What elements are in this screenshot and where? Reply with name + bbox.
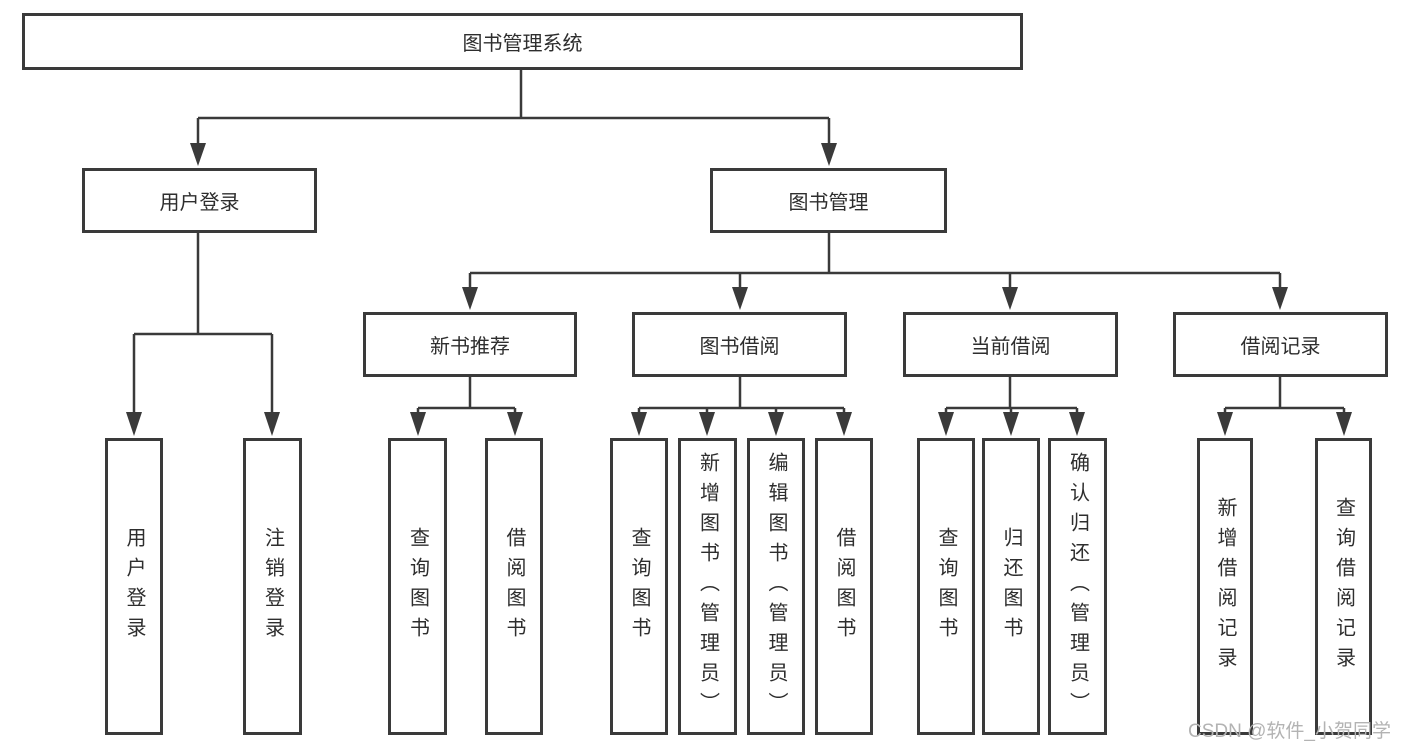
node-leaf-user-login: 用户登录 <box>105 438 163 735</box>
node-leaf-query-books-current-label: 查询图书 <box>935 526 957 647</box>
node-book-management: 图书管理 <box>710 168 947 233</box>
node-current-borrow: 当前借阅 <box>903 312 1118 377</box>
node-user-login-label: 用户登录 <box>159 192 240 214</box>
node-borrow-records: 借阅记录 <box>1173 312 1388 377</box>
node-leaf-logout: 注销登录 <box>243 438 302 735</box>
node-book-management-label: 图书管理 <box>788 192 869 214</box>
arrowheads <box>126 143 1352 436</box>
node-borrow-records-label: 借阅记录 <box>1240 336 1321 358</box>
node-current-borrow-label: 当前借阅 <box>970 336 1051 358</box>
node-leaf-logout-label: 注销登录 <box>261 526 284 647</box>
node-leaf-borrow-books-recommend: 借阅图书 <box>485 438 543 735</box>
node-leaf-query-books-borrow: 查询图书 <box>610 438 668 735</box>
node-leaf-query-books-borrow-label: 查询图书 <box>628 526 650 647</box>
node-leaf-confirm-return-admin-label: 确认归还（管理员） <box>1066 451 1089 722</box>
node-leaf-borrow-books: 借阅图书 <box>815 438 873 735</box>
node-root: 图书管理系统 <box>22 13 1023 70</box>
node-user-login: 用户登录 <box>82 168 317 233</box>
node-leaf-query-borrow-record-label: 查询借阅记录 <box>1332 496 1355 677</box>
node-leaf-query-books-recommend-label: 查询图书 <box>406 526 429 647</box>
node-leaf-add-borrow-record-label: 新增借阅记录 <box>1214 496 1236 677</box>
node-new-book-recommend: 新书推荐 <box>363 312 577 377</box>
node-book-borrow-label: 图书借阅 <box>699 336 780 358</box>
node-leaf-return-books: 归还图书 <box>982 438 1040 735</box>
node-leaf-add-book-admin-label: 新增图书（管理员） <box>696 451 719 722</box>
node-leaf-query-books-recommend: 查询图书 <box>388 438 447 735</box>
node-leaf-edit-book-admin-label: 编辑图书（管理员） <box>765 451 787 722</box>
node-leaf-add-borrow-record: 新增借阅记录 <box>1197 438 1253 735</box>
node-new-book-recommend-label: 新书推荐 <box>430 336 510 358</box>
node-leaf-return-books-label: 归还图书 <box>1000 526 1022 647</box>
node-leaf-add-book-admin: 新增图书（管理员） <box>678 438 737 735</box>
node-root-label: 图书管理系统 <box>462 33 583 55</box>
node-leaf-borrow-books-label: 借阅图书 <box>833 526 855 647</box>
csdn-watermark: CSDN @软件_小贺同学 <box>1188 721 1391 742</box>
node-leaf-edit-book-admin: 编辑图书（管理员） <box>747 438 805 735</box>
node-leaf-query-borrow-record: 查询借阅记录 <box>1315 438 1372 735</box>
node-book-borrow: 图书借阅 <box>632 312 847 377</box>
node-leaf-user-login-label: 用户登录 <box>123 526 145 647</box>
node-leaf-confirm-return-admin: 确认归还（管理员） <box>1048 438 1107 735</box>
node-leaf-query-books-current: 查询图书 <box>917 438 975 735</box>
node-leaf-borrow-books-recommend-label: 借阅图书 <box>503 526 525 647</box>
